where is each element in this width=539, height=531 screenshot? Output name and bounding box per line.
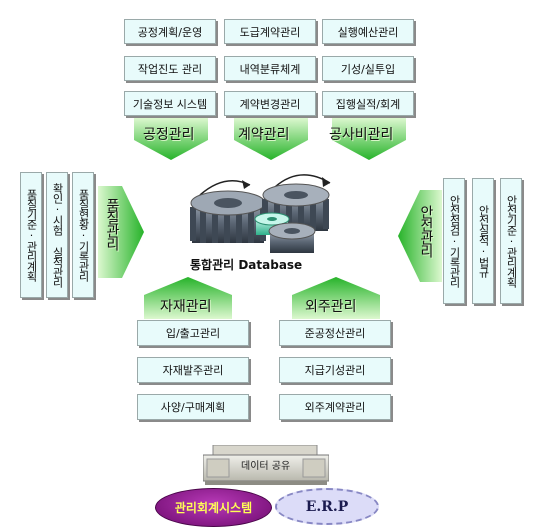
material-order-box: 자재발주관리 — [137, 357, 249, 383]
tech-info-box: 기술정보 시스템 — [124, 91, 216, 116]
outsourcing-arrow-up — [292, 277, 380, 319]
box-label: 외주계약관리 — [304, 401, 366, 414]
safety-standard-box: 안전기준·관리계획 — [500, 178, 522, 304]
box-label: 실행예산관리 — [337, 25, 399, 39]
box-label: 공정계획/운영 — [137, 25, 203, 39]
materials-arrow-up — [144, 277, 232, 319]
quality-arrow-right — [98, 186, 144, 278]
subcontract-box: 도급계약관리 — [224, 19, 316, 44]
gear-cluster-icon — [180, 165, 350, 275]
oval-label: E.R.P — [305, 498, 349, 515]
central-database-label: 통합관리 Database — [190, 258, 303, 272]
quality-management-label: 품질관리 — [104, 198, 120, 250]
box-label: 기성/실투입 — [340, 62, 396, 76]
box-label: 사양/구매계획 — [160, 401, 226, 414]
box-label: 확인·시험 실적관리 — [51, 183, 64, 287]
box-label: 기술정보 시스템 — [132, 97, 208, 111]
execution-budget-box: 실행예산관리 — [322, 19, 414, 44]
box-label: 안전점검·기록관리 — [448, 195, 461, 287]
process-arrow-down — [134, 118, 208, 160]
box-label: 품질현황·기록관리 — [77, 189, 90, 281]
box-label: 내역분류체계 — [239, 62, 301, 76]
contract-change-box: 계약변경관리 — [224, 91, 316, 116]
progress-payment-box: 기성/실투입 — [322, 56, 414, 81]
safety-record-box: 안전실적·법규 — [472, 178, 494, 304]
spec-purchase-box: 사양/구매계획 — [137, 394, 249, 420]
contract-management-label: 계약관리 — [238, 127, 290, 143]
box-label: 입/출고관리 — [165, 327, 221, 340]
safety-management-label: 안전관리 — [418, 205, 434, 257]
process-plan-box: 공정계획/운영 — [124, 19, 216, 44]
cost-arrow-down — [332, 118, 406, 160]
quality-status-box: 품질현황·기록관리 — [72, 172, 94, 298]
quality-standard-box: 품질기준·관리계획 — [20, 172, 42, 298]
management-accounting-oval: 관리회계시스템 — [155, 488, 272, 527]
contract-arrow-down — [234, 118, 308, 160]
box-label: 계약변경관리 — [239, 97, 301, 111]
box-label: 준공정산관리 — [304, 327, 366, 340]
box-label: 자재발주관리 — [162, 364, 224, 377]
box-label: 안전기준·관리계획 — [505, 195, 518, 287]
box-label: 도급계약관리 — [239, 25, 301, 39]
box-label: 안전실적·법규 — [477, 205, 490, 277]
box-label: 작업진도 관리 — [137, 62, 203, 76]
oval-label: 관리회계시스템 — [174, 501, 253, 515]
box-label: 집행실적/회계 — [335, 97, 401, 111]
quality-test-box: 확인·시험 실적관리 — [46, 172, 68, 298]
materials-management-label: 자재관리 — [160, 299, 212, 315]
execution-accounting-box: 집행실적/회계 — [322, 91, 414, 116]
outsourcing-management-label: 외주관리 — [305, 299, 357, 315]
data-share-label: 데이터 공유 — [241, 461, 291, 472]
safety-inspection-box: 안전점검·기록관리 — [443, 178, 465, 304]
completion-settlement-box: 준공정산관리 — [279, 320, 391, 346]
data-share-bar — [202, 444, 330, 485]
erp-oval: E.R.P — [275, 488, 379, 525]
box-label: 지급기성관리 — [304, 364, 366, 377]
inout-management-box: 입/출고관리 — [137, 320, 249, 346]
item-classification-box: 내역분류체계 — [224, 56, 316, 81]
cost-management-label: 공사비관리 — [329, 127, 394, 143]
outsourcing-contract-box: 외주계약관리 — [279, 394, 391, 420]
box-label: 품질기준·관리계획 — [25, 189, 38, 281]
safety-arrow-left — [398, 190, 442, 282]
payment-progress-box: 지급기성관리 — [279, 357, 391, 383]
work-progress-box: 작업진도 관리 — [124, 56, 216, 81]
process-management-label: 공정관리 — [143, 127, 195, 143]
